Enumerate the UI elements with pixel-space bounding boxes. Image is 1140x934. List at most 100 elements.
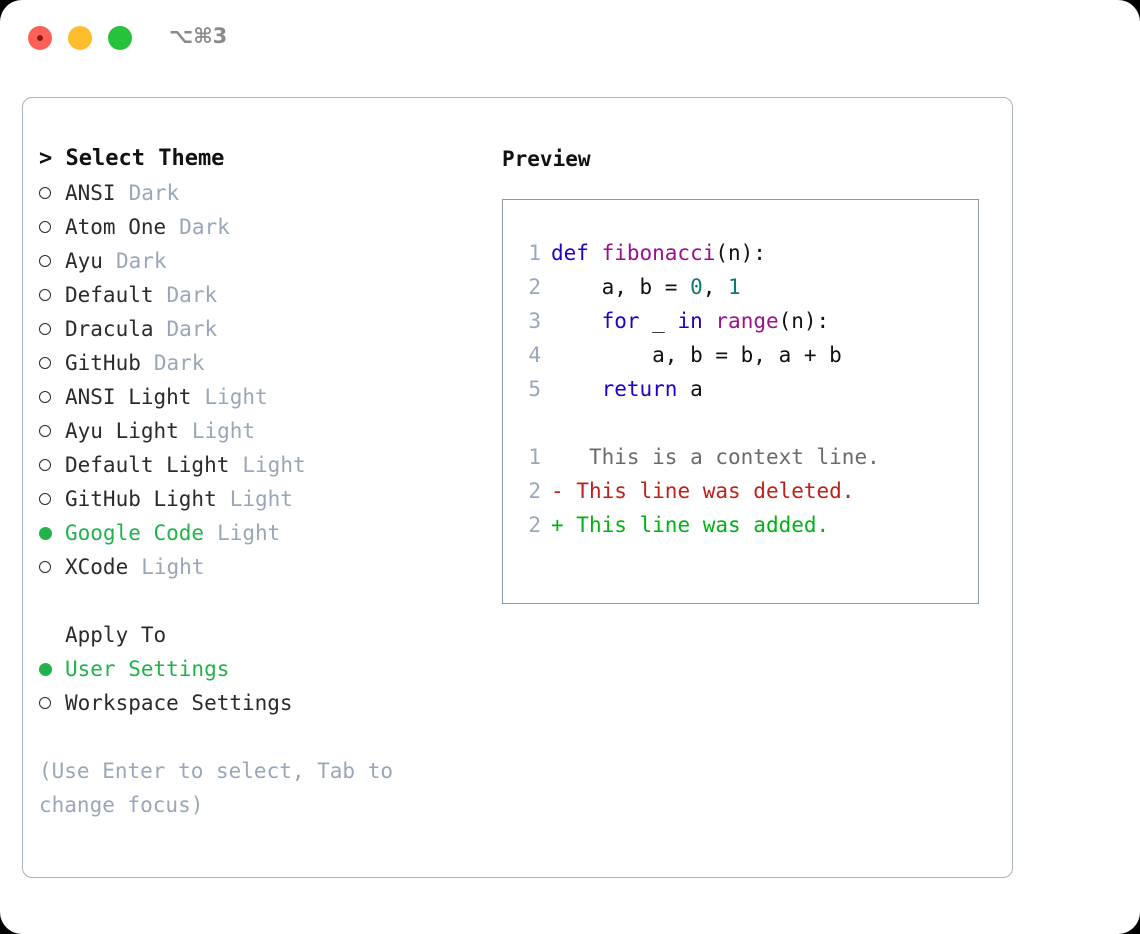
theme-option-dracula[interactable]: Dracula Dark [39, 312, 479, 346]
code-token [703, 309, 716, 333]
theme-option-variant-tag: Dark [115, 249, 167, 273]
code-token: 0 [690, 275, 703, 299]
code-line-number: 3 [528, 309, 541, 333]
radio-unselected-icon[interactable] [39, 312, 65, 346]
code-line-content: for _ in range(n): [551, 304, 830, 338]
diff-sign: + [551, 513, 564, 537]
radio-unselected-icon[interactable] [39, 686, 65, 720]
radio-glyph [39, 561, 51, 573]
diff-sign: - [551, 479, 564, 503]
diff-line: 2 + This line was added. [503, 508, 978, 542]
select-theme-header: > Select Theme [39, 146, 225, 171]
apply-to-header: Apply To [65, 623, 167, 647]
keyboard-shortcut-label: ⌥⌘3 [169, 24, 228, 48]
radio-glyph [39, 357, 51, 369]
theme-option-label: Ayu [65, 249, 103, 273]
code-line-content: a, b = b, a + b [551, 338, 842, 372]
code-token: (n): [715, 241, 766, 265]
zoom-window-button[interactable] [108, 26, 132, 50]
code-line-number: 1 [528, 241, 541, 265]
apply-to-option-user-settings[interactable]: User Settings [39, 652, 479, 686]
diff-line-content: This line was added. [563, 513, 830, 537]
theme-option-xcode[interactable]: XCode Light [39, 550, 479, 584]
diff-sample: 1 This is a context line.2- This line wa… [503, 440, 978, 542]
radio-glyph [39, 255, 51, 267]
radio-unselected-icon[interactable] [39, 244, 65, 278]
radio-unselected-icon[interactable] [39, 210, 65, 244]
code-line: 1 def fibonacci(n): [503, 236, 978, 270]
code-token: fibonacci [601, 241, 716, 265]
theme-option-label: ANSI [65, 181, 116, 205]
code-line-content: def fibonacci(n): [551, 236, 766, 270]
code-diff-separator [503, 406, 978, 440]
code-token: 1 [728, 275, 741, 299]
radio-glyph [39, 187, 51, 199]
radio-unselected-icon[interactable] [39, 448, 65, 482]
code-token: (n): [778, 309, 830, 333]
theme-option-label: Ayu Light [65, 419, 179, 443]
code-token: a, b = [551, 275, 691, 299]
theme-option-label: Atom One [65, 215, 167, 239]
diff-line-number: 2 [528, 513, 541, 537]
list-spacer [39, 584, 479, 618]
radio-glyph [39, 662, 52, 676]
diff-line: 2- This line was deleted. [503, 474, 978, 508]
radio-unselected-icon[interactable] [39, 414, 65, 448]
radio-glyph [39, 289, 51, 301]
theme-option-variant-tag: Dark [166, 317, 218, 341]
code-line-number: 4 [528, 343, 541, 367]
theme-option-label: Dracula [65, 317, 154, 341]
radio-unselected-icon[interactable] [39, 278, 65, 312]
diff-line-content: This line was deleted. [563, 479, 855, 503]
theme-option-label: ANSI Light [65, 385, 192, 409]
theme-option-variant-tag: Light [229, 487, 293, 511]
theme-option-variant-tag: Light [141, 555, 205, 579]
radio-glyph [39, 459, 51, 471]
theme-option-ayu[interactable]: Ayu Dark [39, 244, 479, 278]
radio-unselected-icon[interactable] [39, 380, 65, 414]
code-token [551, 309, 602, 333]
radio-unselected-icon[interactable] [39, 176, 65, 210]
radio-glyph [39, 697, 51, 709]
theme-option-variant-tag: Dark [166, 283, 218, 307]
radio-unselected-icon[interactable] [39, 482, 65, 516]
theme-option-label: GitHub Light [65, 487, 217, 511]
preview-title: Preview [502, 147, 591, 171]
radio-glyph [39, 526, 52, 540]
radio-glyph [39, 425, 51, 437]
code-token: , [702, 275, 729, 299]
code-line-number: 2 [528, 275, 541, 299]
radio-unselected-icon[interactable] [39, 550, 65, 584]
theme-option-label: Default Light [65, 453, 230, 477]
theme-option-label: Google Code [65, 521, 205, 545]
diff-line-content: This is a context line. [563, 445, 880, 469]
theme-option-ayu-light[interactable]: Ayu Light Light [39, 414, 479, 448]
minimize-window-button[interactable] [68, 26, 92, 50]
close-window-button[interactable] [28, 26, 52, 50]
radio-selected-icon[interactable] [39, 652, 65, 686]
theme-option-variant-tag: Dark [153, 351, 205, 375]
radio-glyph [39, 493, 51, 505]
theme-option-variant-tag: Light [191, 419, 256, 443]
code-line: 3 for _ in range(n): [503, 304, 978, 338]
radio-unselected-icon[interactable] [39, 346, 65, 380]
radio-selected-icon[interactable] [39, 516, 65, 550]
code-line: 5 return a [503, 372, 978, 406]
theme-option-label: XCode [65, 555, 129, 579]
theme-option-github-light[interactable]: GitHub Light Light [39, 482, 479, 516]
apply-to-option-workspace-settings[interactable]: Workspace Settings [39, 686, 479, 720]
code-line-content: a, b = 0, 1 [551, 270, 741, 304]
